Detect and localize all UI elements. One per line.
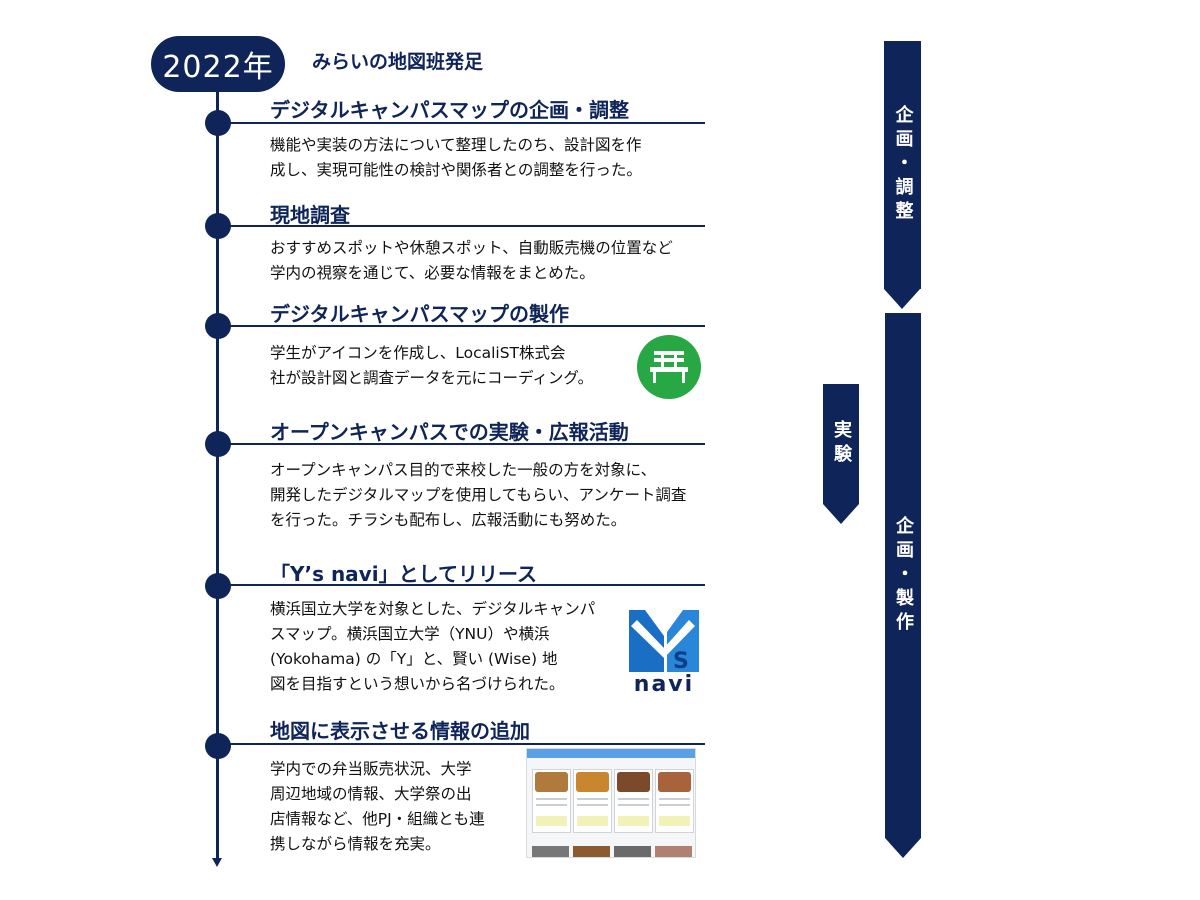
app-screenshot	[526, 748, 696, 858]
year-caption: みらいの地図班発足	[312, 51, 484, 73]
phase-experiment-band: 実験	[823, 384, 859, 504]
timeline-item-body: オープンキャンパス目的で来校した一般の方を対象に、開発したデジタルマップを使用し…	[270, 461, 687, 529]
phase-production-band: 企画・製作	[885, 313, 921, 838]
timeline-divider	[218, 122, 705, 124]
timeline-item-body: 学内での弁当販売状況、大学周辺地域の情報、大学祭の出 店情報など、他PJ・組織と…	[270, 760, 485, 853]
phase-planning-arrow	[884, 289, 920, 309]
timeline-divider	[218, 584, 705, 586]
phase-experiment-arrow	[823, 504, 859, 524]
timeline-arrow-icon	[212, 858, 222, 867]
timeline-item-title: 現地調査	[270, 203, 350, 227]
timeline-dot	[205, 573, 231, 599]
svg-text:S: S	[673, 649, 689, 674]
ys-navi-logo-icon: S navi	[629, 606, 699, 697]
timeline-item-body: 機能や実装の方法について整理したのち、設計図を作成し、実現可能性の検討や関係者と…	[270, 136, 642, 179]
timeline-item-title: デジタルキャンパスマップの製作	[270, 302, 569, 326]
timeline-divider	[218, 325, 705, 327]
timeline-item-title: デジタルキャンパスマップの企画・調整	[270, 98, 629, 122]
timeline-divider	[218, 225, 705, 227]
phase-production-arrow	[885, 838, 921, 858]
timeline-line	[216, 92, 219, 860]
bench-icon	[637, 335, 701, 399]
timeline-item-title: 地図に表示させる情報の追加	[270, 719, 530, 743]
timeline-dot	[205, 733, 231, 759]
year-badge: 2022年	[151, 36, 285, 92]
timeline-divider	[218, 743, 705, 745]
phase-planning-band: 企画・調整	[884, 41, 921, 289]
timeline-item-body: 横浜国立大学を対象とした、デジタルキャンパスマップ。横浜国立大学（YNU）や横浜…	[270, 600, 596, 693]
timeline-item-body: 学生がアイコンを作成し、LocaliST株式会社が設計図と調査データを元にコーデ…	[270, 344, 594, 387]
timeline-item-title: オープンキャンパスでの実験・広報活動	[270, 420, 629, 444]
timeline-divider	[218, 443, 705, 445]
timeline-item-title: 「Y’s navi」としてリリース	[270, 562, 537, 586]
timeline-item-body: おすすめスポットや休憩スポット、自動販売機の位置など学内の視察を通じて、必要な情…	[270, 239, 673, 282]
logo-wordmark: navi	[633, 672, 695, 697]
